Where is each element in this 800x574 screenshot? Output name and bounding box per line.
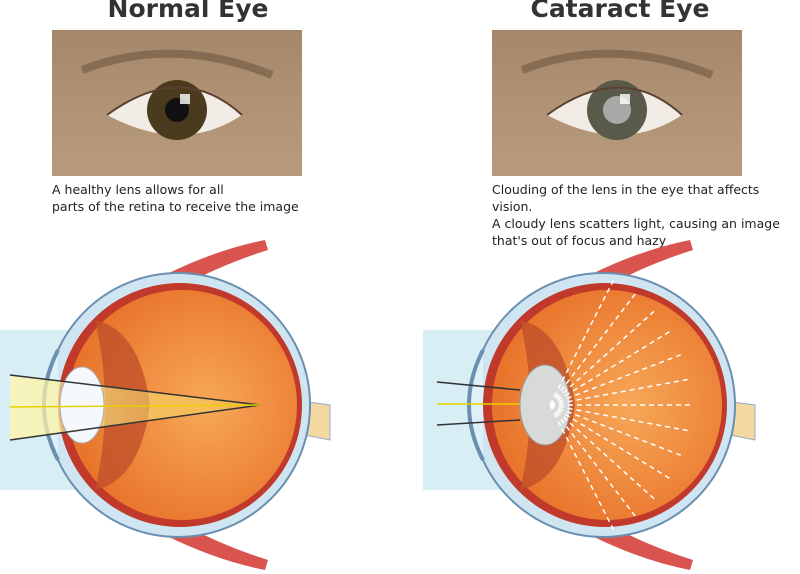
cataract-eye-image [520,49,714,140]
light-ray [436,419,521,426]
light-ray [9,404,261,441]
caption-line: parts of the retina to receive the image [52,199,299,214]
caption-line: Clouding of the lens in the eye that aff… [492,182,760,214]
cataract-eye-photo [492,30,742,176]
normal-eye-cross-section [0,240,331,570]
cataract-eye-caption: Clouding of the lens in the eye that aff… [492,181,800,249]
light-ray [9,404,261,408]
cataract-eye-title: Cataract Eye [530,0,710,23]
normal-eye-image [80,49,274,140]
cataract-eye-cross-section [423,238,757,572]
caption-line: A cloudy lens scatters light, causing an… [492,216,780,231]
caption-line: A healthy lens allows for all [52,182,224,197]
light-ray [9,374,261,406]
caption-line: that's out of focus and hazy [492,233,667,248]
normal-eye-caption: A healthy lens allows for all parts of t… [52,181,299,215]
lens [59,366,105,444]
normal-eye-photo [52,30,302,176]
light-ray [436,381,521,391]
normal-eye-title: Normal Eye [107,0,269,23]
